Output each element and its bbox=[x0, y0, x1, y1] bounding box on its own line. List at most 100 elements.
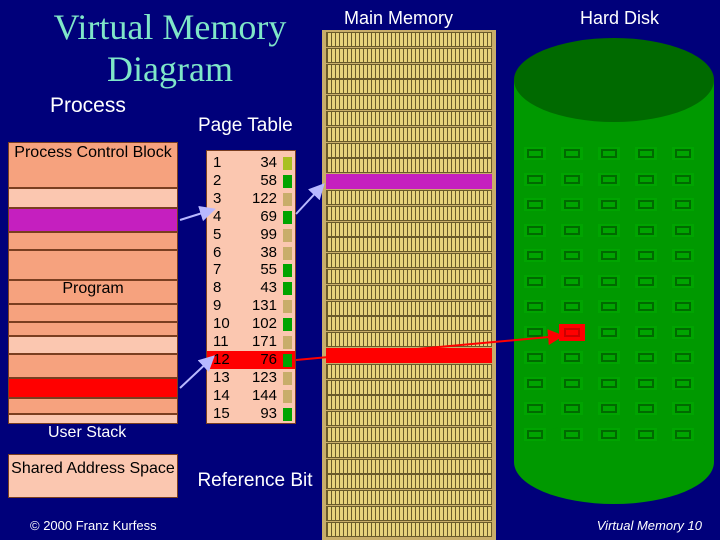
frame-number: 171 bbox=[251, 333, 277, 350]
disk-block bbox=[596, 298, 622, 315]
process-segment bbox=[8, 354, 178, 378]
disk-block bbox=[633, 349, 659, 366]
reference-bit bbox=[283, 228, 292, 242]
disk-block bbox=[596, 400, 622, 417]
process-segment bbox=[8, 280, 178, 304]
disk-block bbox=[670, 170, 696, 188]
memory-frame bbox=[326, 348, 492, 363]
page-number: 6 bbox=[213, 243, 222, 261]
disk-block bbox=[633, 196, 659, 213]
memory-frame bbox=[326, 316, 492, 332]
hard-disk-heading: Hard Disk bbox=[580, 8, 660, 28]
disk-block bbox=[633, 272, 659, 290]
process-segment bbox=[8, 398, 178, 414]
page-number: 11 bbox=[213, 333, 229, 350]
disk-block bbox=[670, 323, 696, 341]
reference-bit bbox=[283, 264, 292, 278]
process-heading: Process bbox=[50, 94, 126, 117]
process-to-table-arrow bbox=[179, 205, 216, 222]
page-number: 13 bbox=[213, 368, 230, 386]
memory-frame bbox=[326, 111, 492, 126]
page-number: 4 bbox=[213, 207, 222, 225]
process-segment bbox=[8, 336, 178, 354]
disk-block bbox=[559, 298, 585, 315]
shared-segment bbox=[8, 454, 178, 498]
memory-frame bbox=[326, 458, 492, 474]
disk-block bbox=[670, 425, 696, 443]
memory-frame bbox=[326, 190, 492, 205]
disk-block bbox=[670, 349, 696, 366]
disk-block bbox=[633, 221, 659, 239]
disk-block bbox=[670, 196, 696, 213]
copyright: © 2000 Franz Kurfess bbox=[30, 518, 157, 533]
disk-block bbox=[559, 400, 585, 417]
process-column: Process Control Block Program User Stack… bbox=[8, 142, 178, 510]
disk-block bbox=[596, 425, 622, 443]
disk-block bbox=[522, 145, 548, 162]
disk-block bbox=[633, 400, 659, 417]
disk-block bbox=[633, 323, 659, 341]
process-segment bbox=[8, 414, 178, 424]
mapped-page-segment bbox=[8, 208, 178, 232]
page-table-row: 11 171 bbox=[207, 333, 295, 351]
disk-block-faulted bbox=[559, 323, 585, 341]
disk-block bbox=[670, 400, 696, 417]
memory-frame bbox=[326, 379, 492, 395]
disk-block bbox=[522, 298, 548, 315]
disk-block bbox=[633, 374, 659, 392]
memory-frame bbox=[326, 237, 492, 253]
frame-number: 102 bbox=[251, 315, 277, 333]
disk-block bbox=[596, 323, 622, 341]
page-table-row: 4 69 bbox=[207, 208, 295, 226]
disk-block bbox=[633, 298, 659, 315]
page-number: 9 bbox=[213, 297, 222, 315]
pcb-segment bbox=[8, 142, 178, 188]
memory-frame bbox=[326, 269, 492, 284]
page-number: 15 bbox=[213, 404, 230, 422]
disk-block bbox=[633, 425, 659, 443]
reference-bit bbox=[283, 407, 292, 421]
disk-block bbox=[522, 247, 548, 264]
reference-bit bbox=[283, 371, 292, 385]
reference-bit bbox=[283, 389, 292, 403]
disk-block bbox=[559, 374, 585, 392]
reference-bit bbox=[283, 300, 292, 314]
disk-block bbox=[633, 145, 659, 162]
disk-block bbox=[670, 374, 696, 392]
memory-frame bbox=[326, 395, 492, 411]
page-number: 8 bbox=[213, 279, 222, 297]
disk-block bbox=[559, 145, 585, 162]
disk-block bbox=[522, 323, 548, 341]
page-number: 7 bbox=[213, 261, 222, 279]
frame-number: 58 bbox=[260, 171, 277, 189]
disk-block bbox=[522, 196, 548, 213]
memory-frame bbox=[326, 332, 492, 348]
frame-number: 69 bbox=[260, 207, 277, 225]
disk-block bbox=[633, 247, 659, 264]
memory-frame bbox=[326, 158, 492, 174]
page-number: 14 bbox=[213, 386, 230, 404]
disk-block bbox=[559, 425, 585, 443]
main-memory bbox=[322, 30, 496, 540]
frame-number: 131 bbox=[251, 297, 277, 315]
memory-frame bbox=[326, 221, 492, 237]
faulted-page-segment bbox=[8, 378, 178, 398]
disk-block bbox=[670, 145, 696, 162]
memory-frame bbox=[326, 442, 492, 458]
reference-bit bbox=[283, 246, 292, 260]
page-number: 5 bbox=[213, 225, 222, 243]
pcb-label: Process Control Block bbox=[14, 144, 172, 161]
disk-block bbox=[559, 272, 585, 290]
page-number: 1 bbox=[213, 154, 222, 171]
reference-bit bbox=[283, 318, 292, 332]
disk-block bbox=[596, 247, 622, 264]
memory-frame bbox=[326, 205, 492, 221]
memory-frame bbox=[326, 490, 492, 506]
table-to-memory-arrow bbox=[295, 183, 325, 215]
memory-frame bbox=[326, 300, 492, 316]
